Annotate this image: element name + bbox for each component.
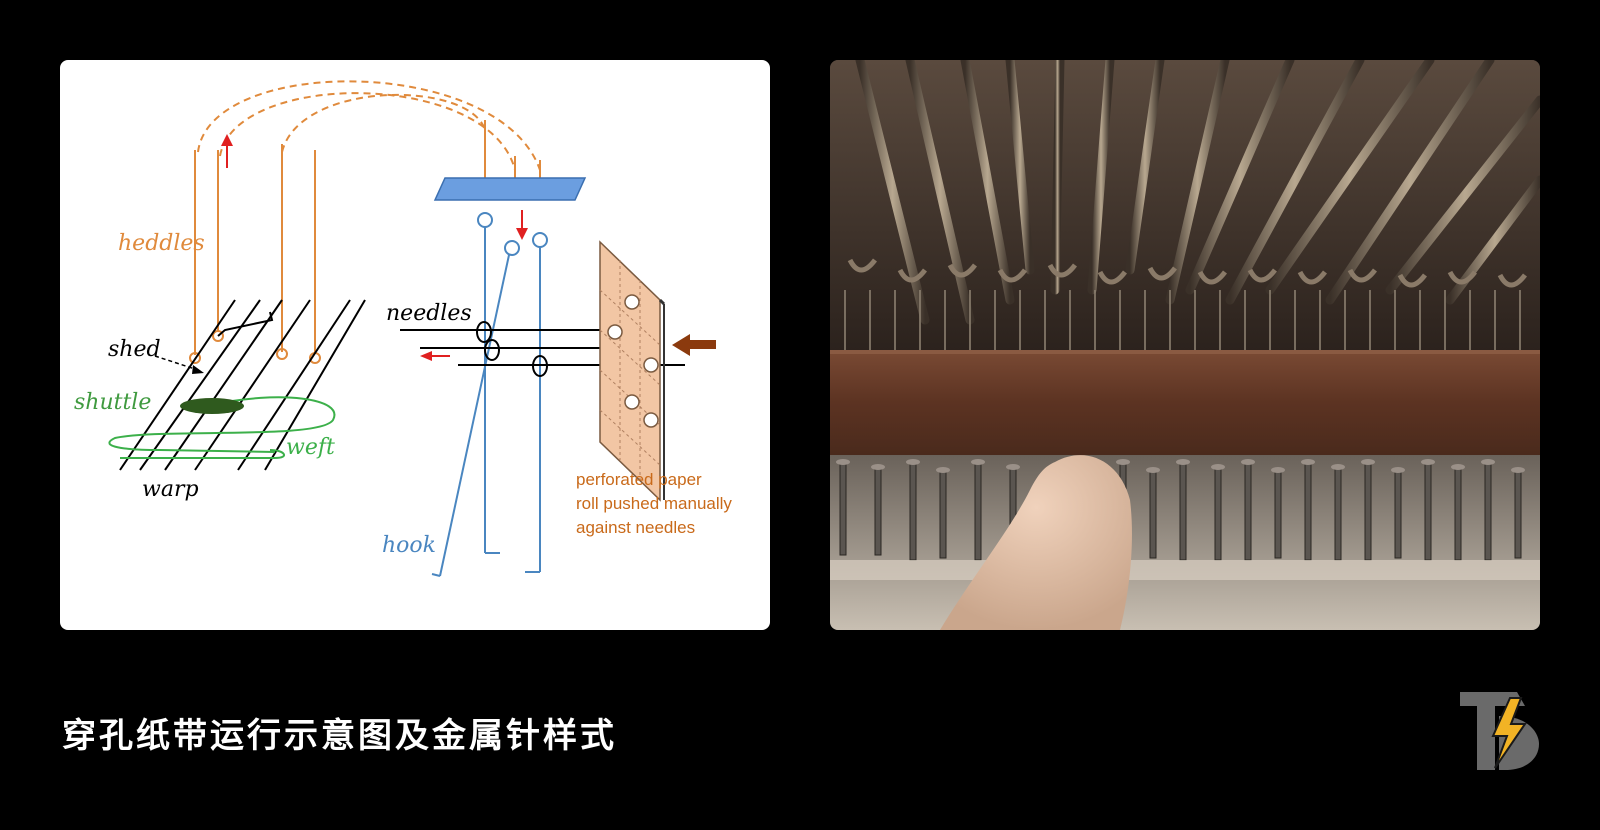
- label-weft: weft: [286, 435, 335, 460]
- label-shed: shed: [108, 337, 161, 362]
- arrow-left-icon: [420, 351, 450, 361]
- jacquard-needles-photo-icon: [830, 60, 1540, 630]
- label-paper-line3: against needles: [576, 518, 695, 537]
- label-shuttle: shuttle: [74, 390, 151, 415]
- label-needles: needles: [386, 301, 472, 326]
- shuttle-shape: [180, 398, 244, 414]
- perforated-paper: [599, 240, 666, 502]
- shed-threads: [217, 311, 274, 337]
- label-hook: hook: [382, 533, 436, 558]
- label-warp: warp: [142, 477, 199, 502]
- label-heddles: heddles: [118, 231, 205, 256]
- shed-pointer: [154, 355, 204, 374]
- jacquard-diagram: heddles shed shuttle weft warp needles h…: [60, 60, 770, 630]
- arrow-up-icon: [221, 134, 233, 168]
- weft-loops: [108, 396, 336, 459]
- label-paper-line1: perforated paper: [576, 470, 702, 489]
- needles-photo: [830, 60, 1540, 630]
- warp-lines: [119, 299, 366, 471]
- caption: 穿孔纸带运行示意图及金属针样式: [62, 716, 617, 756]
- arrow-push-icon: [672, 334, 716, 356]
- arrow-down-icon: [516, 210, 528, 240]
- heddle-plate: [433, 177, 587, 201]
- label-paper-line2: roll pushed manually: [576, 494, 732, 513]
- heddles: [189, 120, 541, 364]
- heddle-cords: [197, 80, 541, 171]
- jacquard-diagram-svg: heddles shed shuttle weft warp needles h…: [74, 80, 732, 577]
- hooks: [431, 212, 548, 577]
- td-lightning-logo-icon: [1455, 688, 1541, 774]
